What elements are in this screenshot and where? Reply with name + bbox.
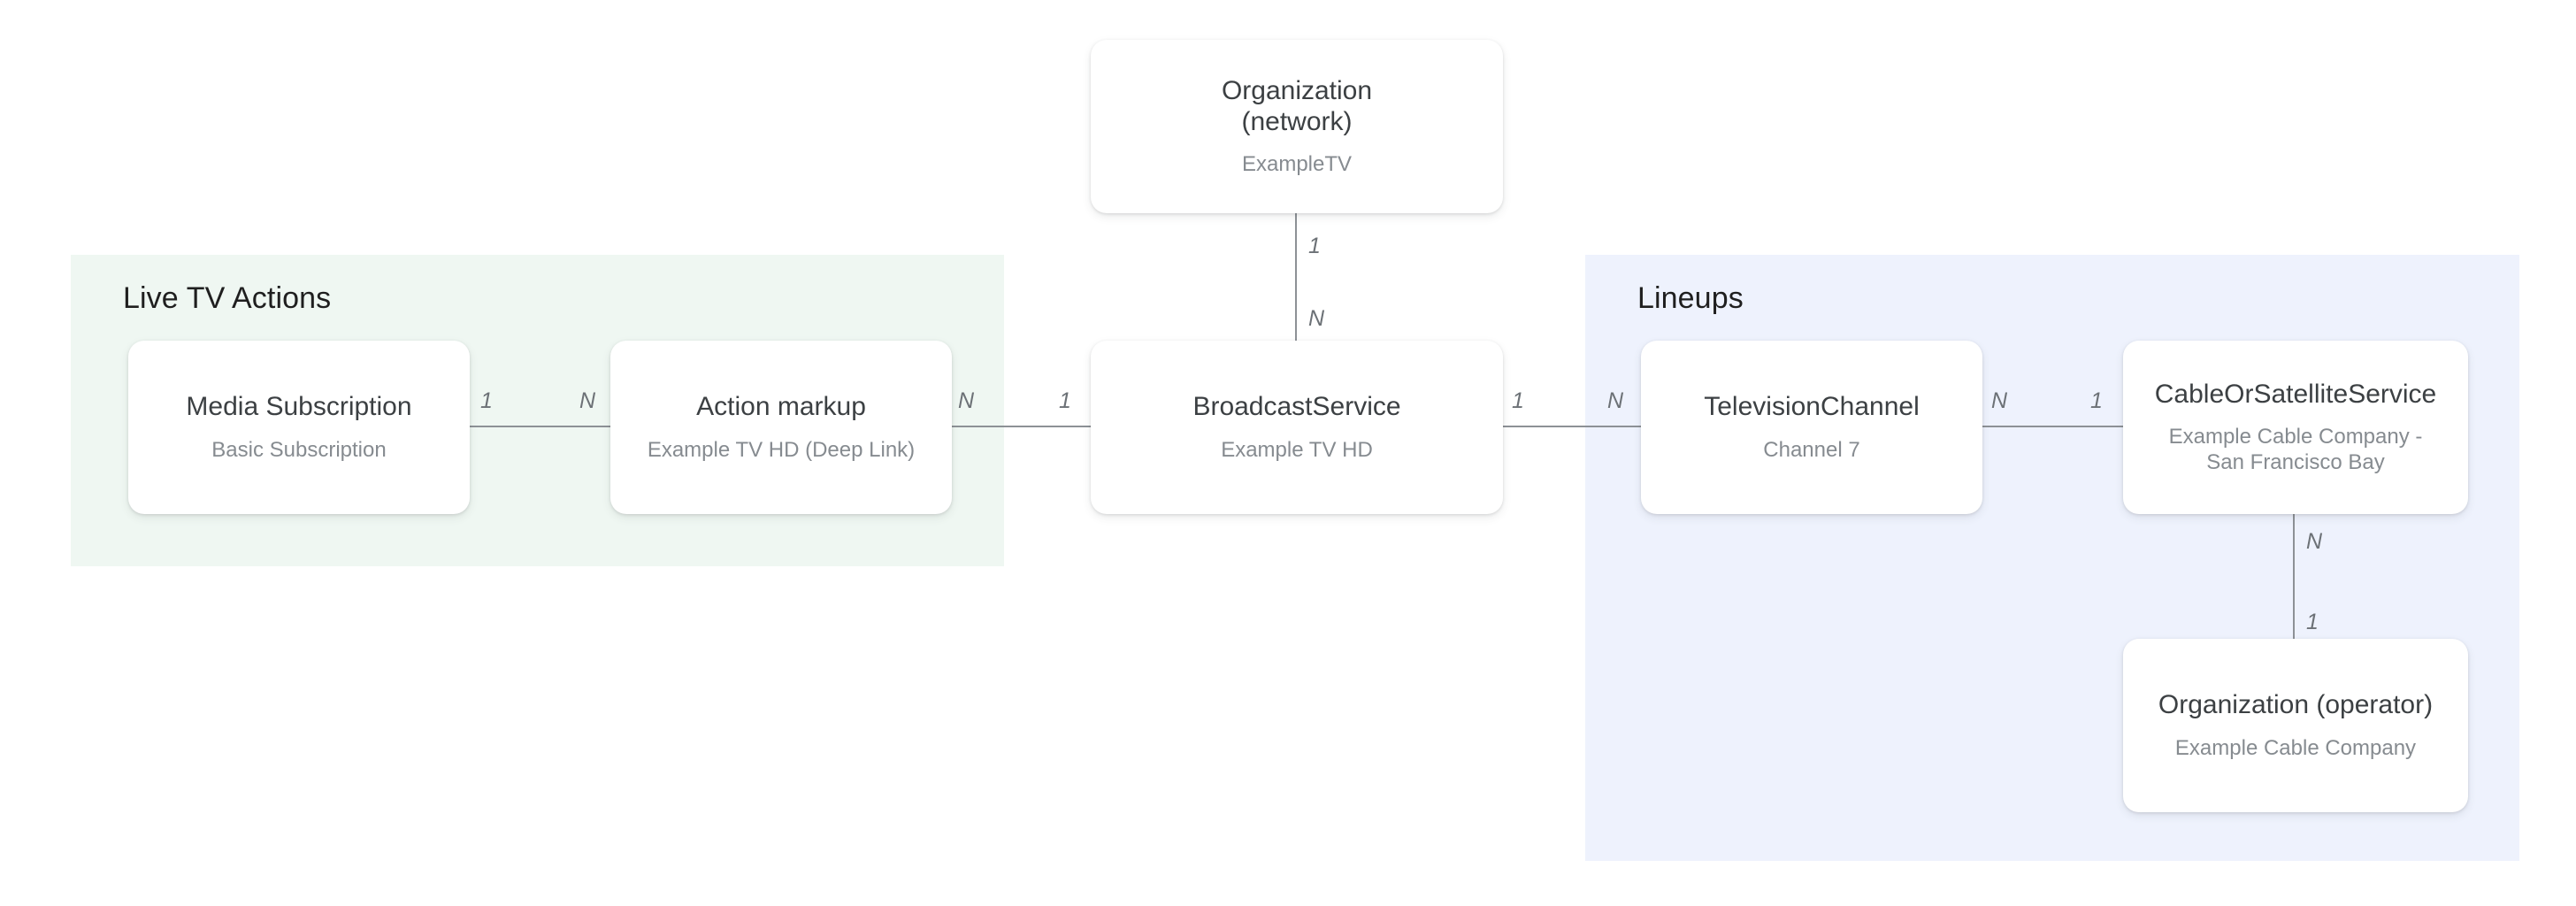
edge-television-channel-to-cable-or-satellite-service xyxy=(1971,426,2135,427)
node-title-cable-or-satellite-service: CableOrSatelliteService xyxy=(2154,380,2437,409)
node-subtitle-television-channel: Channel 7 xyxy=(1763,437,1860,462)
edge-cable-or-satellite-service-to-organization-operator xyxy=(2293,510,2295,642)
group-title-lineups: Lineups xyxy=(1637,281,1744,315)
edge-label-cable-or-satellite-service-target: 1 xyxy=(2306,610,2319,634)
edge-label-media-subscription-source: 1 xyxy=(480,388,493,413)
node-subtitle-organization-operator: Example Cable Company xyxy=(2174,735,2417,760)
edge-label-media-subscription-target: N xyxy=(579,388,596,413)
node-cable-or-satellite-service[interactable]: CableOrSatelliteService Example Cable Co… xyxy=(2123,341,2468,514)
edge-label-organization-network-target: N xyxy=(1308,306,1325,331)
node-broadcast-service[interactable]: BroadcastService Example TV HD xyxy=(1091,341,1503,514)
node-title-television-channel: TelevisionChannel xyxy=(1704,392,1920,422)
edge-label-television-channel-source: N xyxy=(1991,388,2008,413)
edge-action-markup-to-broadcast-service xyxy=(938,426,1101,427)
node-title-organization-network: Organization (network) xyxy=(1221,75,1373,137)
node-subtitle-cable-or-satellite-service: Example Cable Company - San Francisco Ba… xyxy=(2168,425,2423,475)
node-media-subscription[interactable]: Media Subscription Basic Subscription xyxy=(128,341,470,514)
node-subtitle-broadcast-service: Example TV HD xyxy=(1221,437,1373,462)
node-subtitle-media-subscription: Basic Subscription xyxy=(211,437,387,462)
edge-label-action-markup-target: 1 xyxy=(1059,388,1071,413)
edge-label-broadcast-service-source: 1 xyxy=(1512,388,1524,413)
edge-label-television-channel-target: 1 xyxy=(2090,388,2103,413)
edge-broadcast-service-to-television-channel xyxy=(1491,426,1652,427)
node-action-markup[interactable]: Action markup Example TV HD (Deep Link) xyxy=(610,341,952,514)
node-title-broadcast-service: BroadcastService xyxy=(1192,392,1401,422)
edge-label-broadcast-service-target: N xyxy=(1607,388,1624,413)
edge-label-cable-or-satellite-service-source: N xyxy=(2306,529,2323,554)
node-television-channel[interactable]: TelevisionChannel Channel 7 xyxy=(1641,341,1982,514)
edge-media-subscription-to-action-markup xyxy=(460,426,624,427)
group-title-live-tv-actions: Live TV Actions xyxy=(123,281,332,315)
node-title-action-markup: Action markup xyxy=(696,392,866,422)
node-organization-network[interactable]: Organization (network) ExampleTV xyxy=(1091,40,1503,213)
edge-label-action-markup-source: N xyxy=(958,388,975,413)
edge-label-organization-network-source: 1 xyxy=(1308,234,1321,258)
node-title-media-subscription: Media Subscription xyxy=(186,392,412,422)
node-title-organization-operator: Organization (operator) xyxy=(2158,690,2434,720)
node-subtitle-organization-network: ExampleTV xyxy=(1241,152,1353,177)
edge-organization-network-to-broadcast-service xyxy=(1295,212,1297,341)
node-subtitle-action-markup: Example TV HD (Deep Link) xyxy=(647,437,916,462)
node-organization-operator[interactable]: Organization (operator) Example Cable Co… xyxy=(2123,639,2468,812)
